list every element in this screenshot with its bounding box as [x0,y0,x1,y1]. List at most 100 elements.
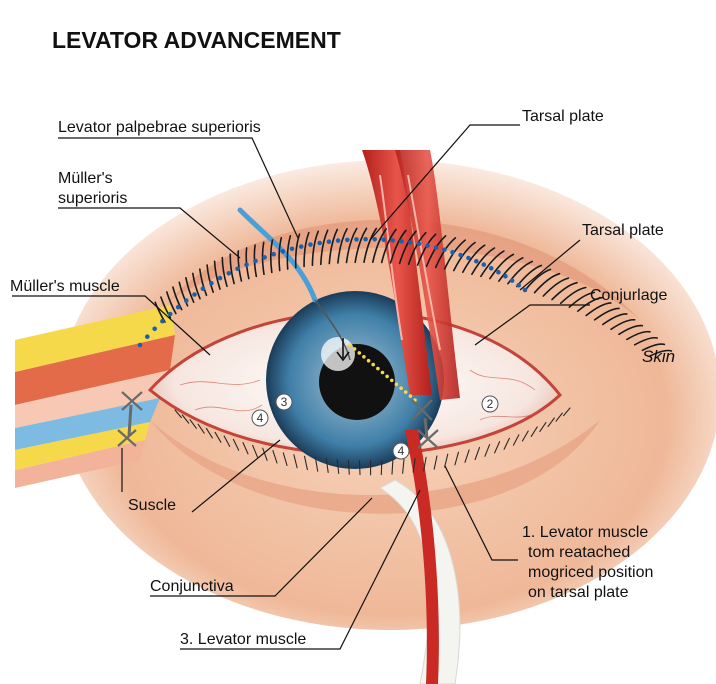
eyelash [372,228,387,263]
suture-dot [167,311,173,317]
eyelash [237,250,243,282]
suture-dot [152,326,157,332]
suture-dot [509,278,515,283]
lower-eyelash [380,460,383,476]
label-tarsal-plate-right: Tarsal plate [582,222,664,239]
eyelash [626,330,651,341]
marker-2: 2 [481,395,499,413]
lower-eyelash [454,451,460,466]
lower-tendon [379,479,461,684]
diagram-title: LEVATOR ADVANCEMENT [52,27,341,53]
leader-levator-3 [180,489,421,650]
label-levator-palpebrae: Levator palpebrae superioris [58,119,261,136]
label-mullers-superioris-1: Müller's [58,170,113,187]
lower-eyelash [444,453,449,468]
leader-lines [12,124,590,650]
suture-dot [192,292,197,297]
eyelash [633,336,658,346]
lower-eyelash [252,444,259,458]
eyelash [398,230,417,265]
eyelash [462,244,486,273]
lower-eyelash [423,456,427,472]
label-conjurlage: Conjurlage [590,287,667,304]
suture-dot [271,251,277,257]
lower-eyelash [347,459,350,475]
suture-dot [137,342,143,348]
label-levator-muscle-1-line2: tom reatached [528,544,630,561]
label-tarsal-plate-top: Tarsal plate [522,108,604,125]
suture-dot [363,236,368,242]
eyelash [221,256,228,288]
eyelash [559,286,587,305]
suture-dot [145,334,150,340]
pointer-arrow [336,338,350,362]
eyelash [610,318,636,331]
lower-eyelash [336,459,340,475]
suture-dot [481,262,487,267]
lower-eyelash [494,441,501,454]
suture-dot [516,282,521,288]
suture-dot [399,239,404,244]
leader-suscle-2 [191,439,281,513]
eyelash [389,229,407,264]
lower-eyelash [262,447,268,461]
eyelash [533,272,561,294]
fat-dot [380,370,385,375]
lower-eyelash [474,446,481,461]
lower-eyelash [503,437,510,450]
suture-dot [217,275,223,281]
label-skin: Skin [642,347,675,366]
fat-dot [371,362,376,367]
suture-dots [137,236,528,348]
suture-dot [175,304,181,310]
suture-dot [503,274,508,279]
marker-4-left: 4 [251,409,269,427]
suture-dot [425,243,430,248]
upper-eyelashes [154,227,673,357]
lower-eyelash [412,457,416,473]
lower-eyelash [391,459,394,475]
lower-eyelash [484,444,491,457]
suture-dot [253,258,258,264]
leader-levator-palpebrae [58,137,299,239]
suture-dot [488,266,494,271]
suture-dot [317,240,323,246]
label-mullers-superioris-2: superioris [58,190,127,207]
suture-dot [280,249,286,254]
lower-eyelash [314,457,319,472]
fat-dot [408,394,413,398]
suture-dot [354,237,359,242]
eyelash [593,307,620,321]
suture-dot [458,252,463,258]
lower-eyelash [214,431,222,443]
lower-eyelash [530,426,538,437]
eyelash [328,228,339,265]
label-levator-muscle-1-line1: 1. Levator muscle [522,524,648,541]
svg-text:3: 3 [281,395,288,409]
lower-eyelash [232,438,240,451]
suture-dot [289,246,295,252]
eyelash [199,268,208,297]
eyelash [363,227,378,263]
suture-dot [390,238,396,243]
lower-eyelash [512,434,520,446]
eyelash [320,229,329,266]
svg-text:4: 4 [257,411,264,425]
suture-dot [381,237,387,242]
marker-4-lower: 4 [392,442,410,460]
lower-eyelash [433,455,438,470]
lower-eyelash [293,454,298,469]
lower-eyelash [272,450,278,464]
eyelash [166,291,177,315]
fat-dot [394,382,399,387]
eyelash [311,230,319,267]
lower-eyelash [242,442,249,455]
suture-dot [235,266,240,272]
eyelash [185,277,195,303]
levator-muscle [362,150,460,684]
eyelash [270,239,274,274]
lower-eyelash [555,412,563,422]
label-conjunctiva: Conjunctiva [150,578,234,595]
lower-eyelash [197,423,205,434]
